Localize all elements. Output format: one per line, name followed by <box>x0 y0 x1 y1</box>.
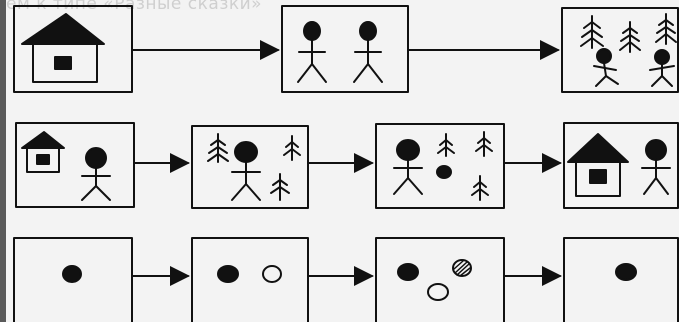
tree-icon <box>620 22 640 52</box>
ball-icon <box>437 166 451 178</box>
black-dot-icon <box>616 264 636 280</box>
house-icon <box>568 134 628 196</box>
person-icon <box>298 22 326 82</box>
frame-black-and-white-dots <box>192 238 308 322</box>
person-icon <box>82 148 110 200</box>
house-icon <box>22 132 64 172</box>
tree-icon <box>271 174 289 200</box>
white-dot-icon <box>263 266 281 282</box>
black-dot-icon <box>398 264 418 280</box>
person-icon <box>394 140 422 194</box>
frame-three-dots <box>376 238 504 322</box>
white-dot-icon <box>428 284 448 300</box>
tree-icon <box>438 134 454 156</box>
tree-icon <box>472 176 488 200</box>
black-dot-icon <box>63 266 81 282</box>
running-person-icon <box>594 49 618 86</box>
story-diagram <box>6 0 679 322</box>
tree-icon <box>476 132 492 156</box>
frame-person-in-forest <box>192 126 308 208</box>
frame-house-and-person <box>16 123 134 207</box>
person-icon <box>232 142 260 200</box>
tree-icon <box>284 136 300 160</box>
person-icon <box>642 140 670 194</box>
diagram-page: ем к типе «Разные сказки» <box>6 0 679 322</box>
hatched-dot-icon <box>453 260 471 276</box>
tree-icon <box>581 16 603 48</box>
tree-icon <box>208 134 228 162</box>
tree-icon <box>656 14 676 44</box>
house-icon <box>22 14 104 82</box>
black-dot-icon <box>218 266 238 282</box>
running-person-icon <box>650 50 674 86</box>
person-icon <box>354 22 382 82</box>
